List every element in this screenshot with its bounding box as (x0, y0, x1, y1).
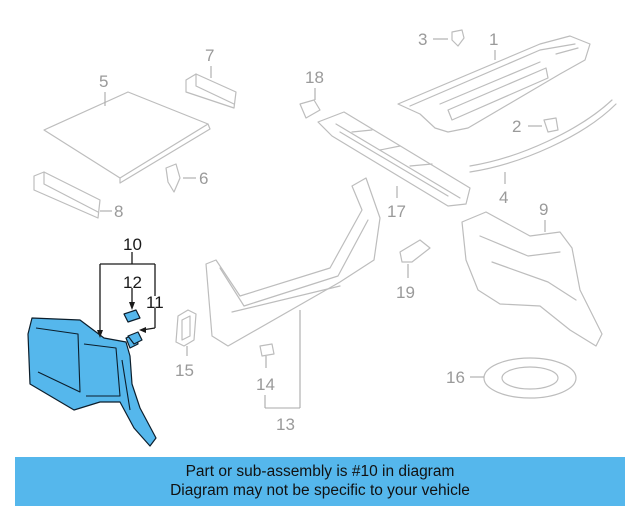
callout-10: 10 (123, 235, 142, 254)
banner-line-1: Part or sub-assembly is #10 in diagram (185, 463, 455, 480)
arrowhead-12 (129, 302, 135, 310)
arrowhead-10 (97, 330, 103, 338)
part-12-clip (123, 309, 141, 323)
part-3-clip (451, 29, 465, 47)
part-19-bracket (399, 239, 431, 263)
callout-4: 4 (499, 188, 508, 207)
part-14-clip (259, 343, 275, 357)
part-8-foam-block (33, 171, 101, 219)
part-9-quarter-trim (461, 211, 603, 347)
part-1-package-tray (397, 35, 591, 133)
callout-8: 8 (114, 202, 123, 221)
part-18-clip (299, 99, 321, 119)
callout-15: 15 (175, 361, 194, 380)
parts-diagram: 1 3 2 4 5 7 6 8 18 (27, 29, 617, 447)
callout-7: 7 (205, 46, 214, 65)
callout-6: 6 (199, 169, 208, 188)
arrowhead-11 (139, 327, 146, 333)
callout-3: 3 (418, 30, 427, 49)
callout-5: 5 (99, 72, 108, 91)
info-banner: Part or sub-assembly is #10 in diagram D… (15, 457, 625, 506)
part-15-cover (175, 309, 197, 347)
callout-14: 14 (256, 375, 275, 394)
callout-17: 17 (387, 202, 406, 221)
callout-9: 9 (539, 200, 548, 219)
part-7-foam-block (185, 73, 237, 109)
part-4-trim-strip (469, 99, 617, 173)
callout-12: 12 (123, 273, 142, 292)
callout-18: 18 (305, 68, 324, 87)
part-11-clip (127, 331, 143, 345)
part-6-clip (165, 163, 181, 193)
callout-19: 19 (396, 283, 415, 302)
part-13-rear-panel-trim (205, 177, 381, 347)
callout-11: 11 (146, 293, 164, 312)
part-5-floor-mat (43, 91, 211, 184)
part-2-clip (543, 117, 559, 133)
callout-1: 1 (489, 30, 498, 49)
banner-line-2: Diagram may not be specific to your vehi… (170, 482, 470, 499)
callout-2: 2 (512, 117, 521, 136)
callout-13: 13 (276, 415, 295, 434)
callout-16: 16 (446, 368, 465, 387)
part-17-sill-plate (317, 111, 471, 207)
part-16-spare-tire-cover (483, 357, 577, 399)
